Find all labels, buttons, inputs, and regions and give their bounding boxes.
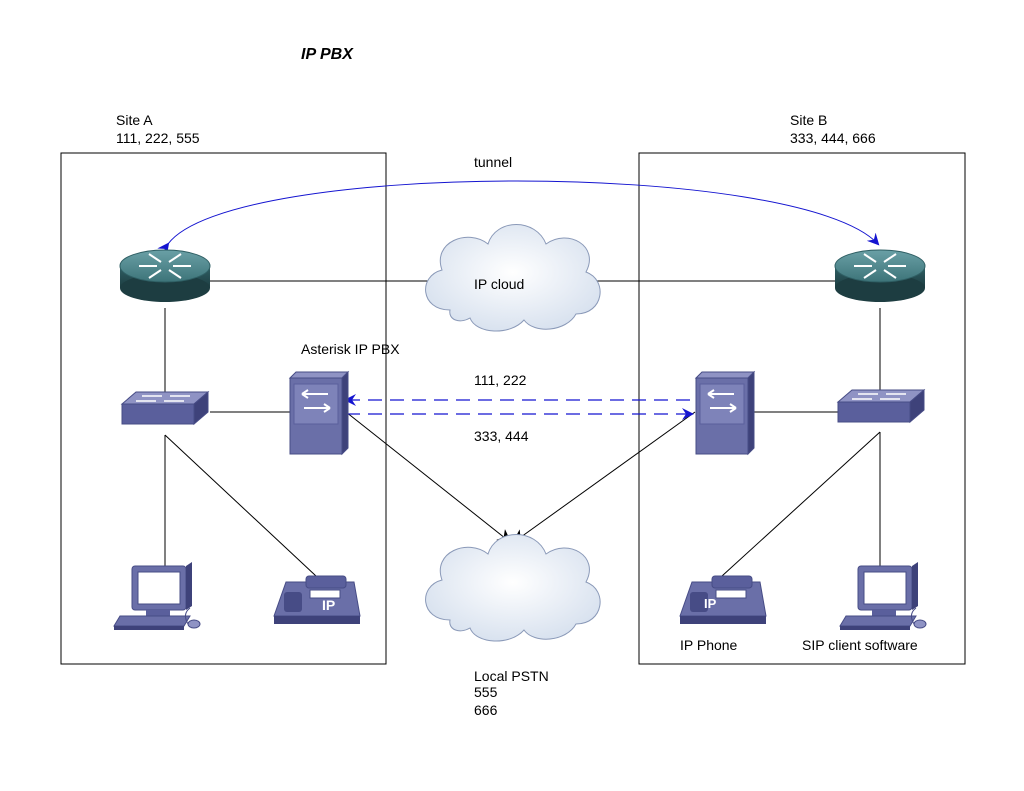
site-b-asterisk-server-icon	[695, 371, 755, 455]
link-switch-a-phone	[164, 434, 317, 577]
tunnel-arc	[157, 180, 880, 256]
trunk-upper-label: 111, 222	[474, 372, 527, 388]
site-a-router-icon	[119, 249, 211, 303]
site-a-box	[60, 152, 387, 665]
pstn-cloud-icon	[425, 534, 601, 642]
site-a-asterisk-server-icon	[289, 371, 349, 455]
pstn-number-666: 666	[474, 702, 498, 718]
trunk-lower-label: 333, 444	[474, 428, 529, 444]
site-a-switch-icon	[121, 391, 209, 425]
site-b-pc-icon	[839, 561, 927, 631]
asterisk-label: Asterisk IP PBX	[301, 341, 400, 357]
site-a-name: Site A	[116, 112, 153, 128]
arrow-pbx-b-pstn	[512, 411, 696, 544]
tunnel-label: tunnel	[474, 154, 512, 170]
site-a-pc-icon	[113, 561, 201, 631]
site-a-ip-phone-icon: IP	[273, 575, 361, 625]
site-b-ip-phone-icon: IP	[679, 575, 767, 625]
site-b-phone-badge: IP	[704, 596, 717, 611]
site-a-numbers: 111, 222, 555	[116, 130, 200, 146]
site-b-box	[638, 152, 966, 665]
pstn-name: Local PSTN	[474, 668, 549, 684]
site-b-numbers: 333, 444, 666	[790, 130, 876, 146]
ip-phone-label: IP Phone	[680, 637, 738, 653]
pstn-number-555: 555	[474, 684, 498, 700]
diagram-title: IP PBX	[301, 46, 354, 63]
arrow-pbx-a-pstn	[345, 411, 512, 544]
site-b-name: Site B	[790, 112, 827, 128]
sip-client-label: SIP client software	[802, 637, 918, 653]
link-switch-b-phone	[721, 431, 881, 577]
connection-lines	[164, 280, 881, 577]
site-b-router-icon	[834, 249, 926, 303]
ip-cloud-label: IP cloud	[474, 276, 524, 292]
site-b-switch-icon	[837, 389, 925, 423]
site-a-phone-badge: IP	[322, 597, 335, 613]
